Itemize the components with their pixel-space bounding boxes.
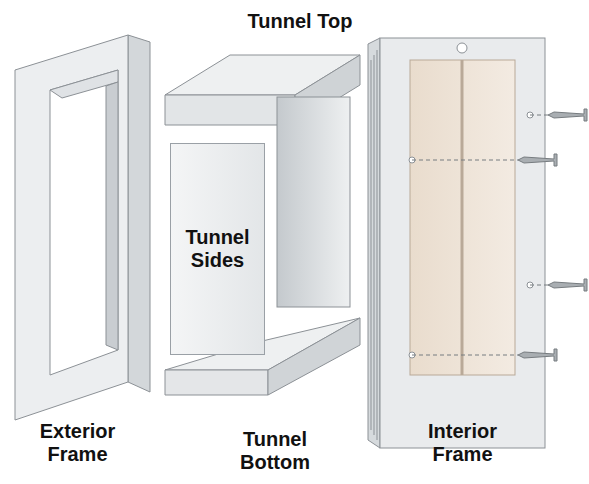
- flap-divider: [461, 60, 464, 375]
- guide-line: [530, 285, 548, 286]
- tunnel-side-panel: [277, 97, 350, 307]
- part-label: Tunnel Sides: [171, 226, 264, 272]
- part-label: Interior Frame: [405, 420, 520, 466]
- part-label: Exterior Frame: [20, 420, 135, 466]
- frame-depth: [128, 35, 150, 392]
- screw: [548, 109, 587, 121]
- screws: [412, 109, 587, 361]
- screw: [548, 279, 587, 291]
- guide-line: [530, 115, 548, 116]
- frame-knob: [457, 43, 467, 53]
- tunnel-side-panel: Tunnel Sides: [170, 143, 265, 355]
- frame-face: [380, 38, 545, 448]
- part-label: Tunnel Top: [190, 10, 410, 33]
- screw: [518, 349, 557, 361]
- node-text-group: Tunnel Sides: [171, 226, 264, 272]
- frame-lip: [106, 82, 118, 350]
- top-front: [165, 95, 295, 125]
- frame-fin: [377, 50, 378, 440]
- bottom-side: [268, 318, 360, 395]
- guide-line: [412, 355, 518, 356]
- exterior-frame: [15, 35, 150, 420]
- screw: [518, 154, 557, 166]
- door-flap: [410, 60, 515, 375]
- frame-fin: [374, 55, 375, 435]
- frame-depth: [368, 38, 380, 448]
- frame-opening: [50, 70, 118, 375]
- part-label: Tunnel Bottom: [215, 428, 335, 474]
- guide-line: [412, 160, 518, 161]
- interior-frame: [368, 38, 545, 448]
- frame-face: [15, 35, 128, 420]
- frame-fin: [371, 60, 372, 430]
- bottom-front: [165, 370, 268, 395]
